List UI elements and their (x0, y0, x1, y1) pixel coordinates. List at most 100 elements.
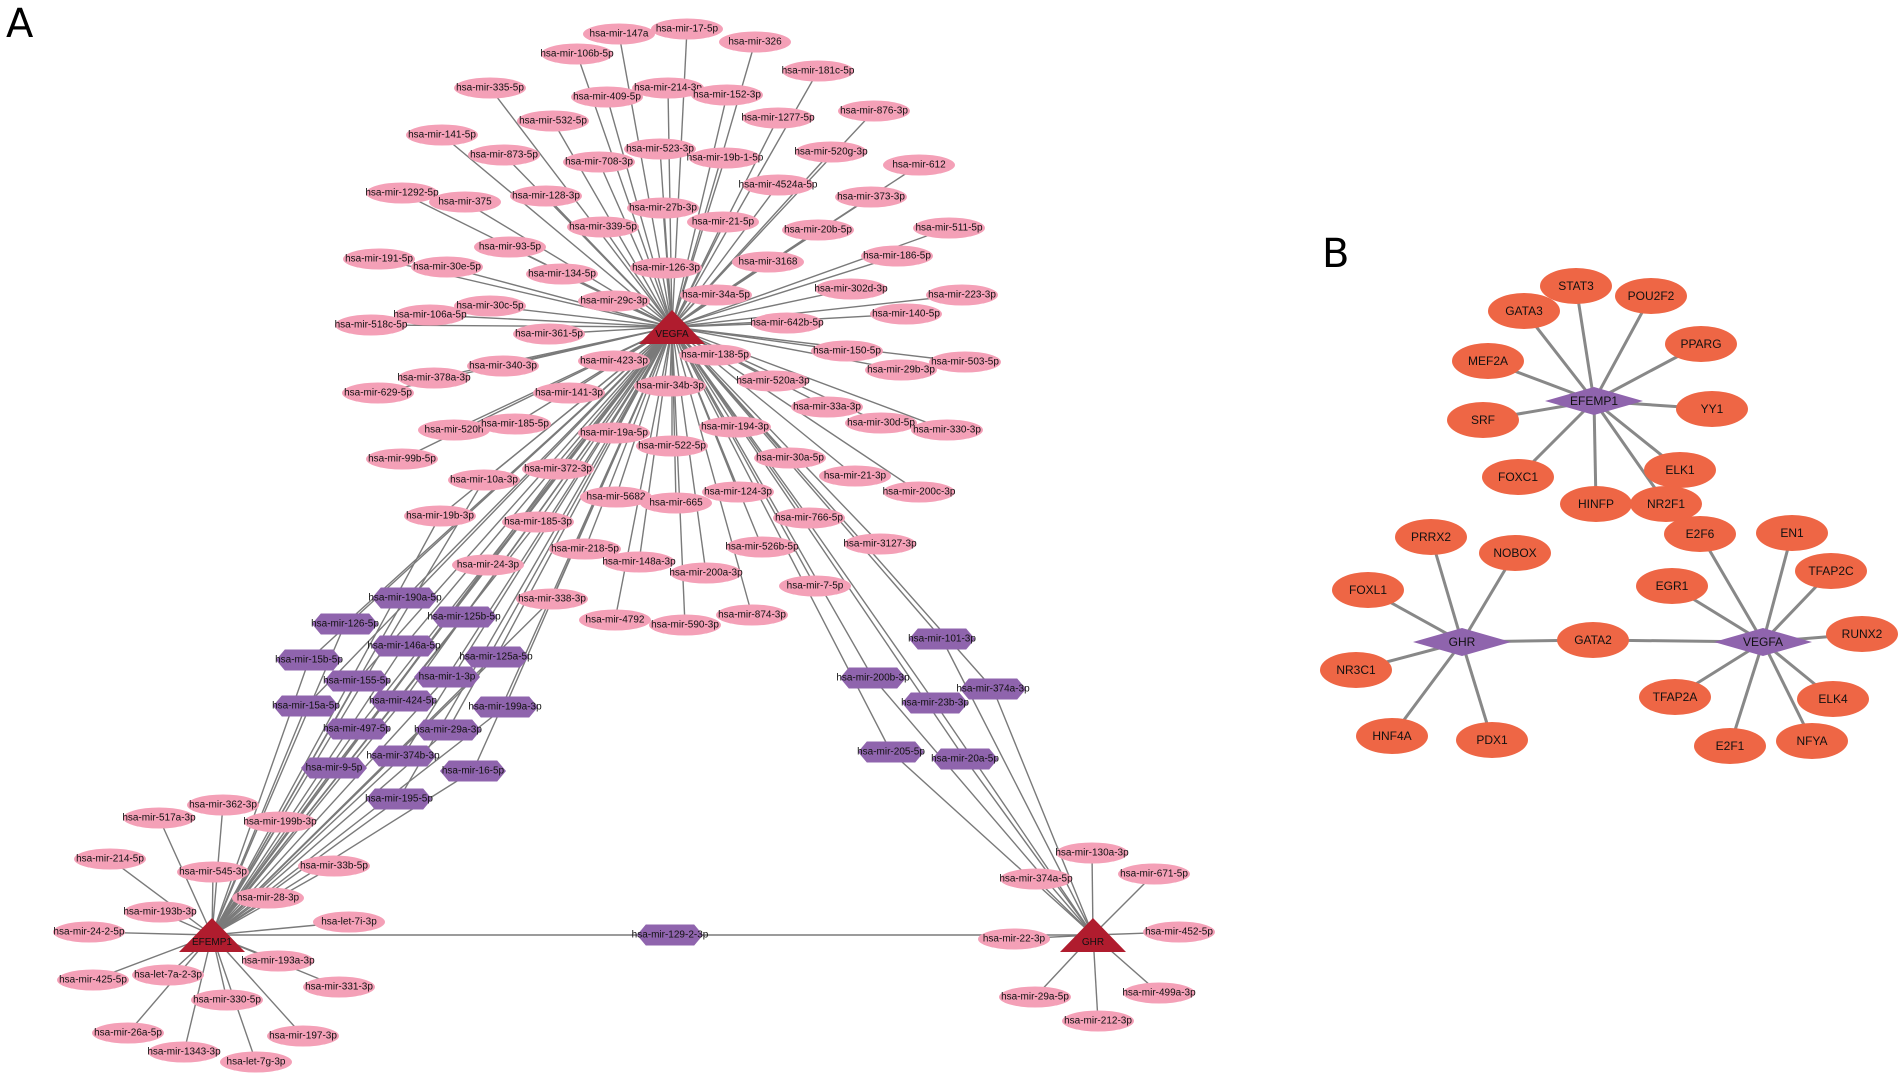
mirna-node-hsa-mir-33a-3p-label: hsa-mir-33a-3p (793, 402, 861, 413)
tf-node-prrx2-label: PRRX2 (1411, 530, 1451, 544)
mirna-node-hsa-mir-185-3p-shape (502, 511, 574, 533)
mirna-node-hsa-mir-338-3p-shape (516, 588, 588, 610)
mirna-node-hsa-mir-21-3p-shape (819, 465, 891, 487)
mirna-node-hsa-mir-331-3p-label: hsa-mir-331-3p (305, 982, 373, 993)
mirna-node-hsa-mir-150-5p: hsa-mir-150-5p (811, 340, 883, 362)
mirna-node-hsa-mir-372-3p-label: hsa-mir-372-3p (524, 464, 592, 475)
hub-node-efemp1-label: EFEMP1 (192, 937, 232, 948)
tf-node-pparg: PPARG (1665, 326, 1737, 362)
mirna-node-hsa-mir-27b-3p-label: hsa-mir-27b-3p (629, 203, 697, 214)
mirna-node-hsa-mir-26a-5p: hsa-mir-26a-5p (92, 1022, 164, 1044)
mirna-node-hsa-mir-374a-5p-shape (1000, 868, 1072, 890)
mirna-node-hsa-mir-335-5p-label: hsa-mir-335-5p (456, 83, 524, 94)
tf-node-egr1-label: EGR1 (1656, 579, 1689, 593)
mirna-node-hsa-mir-378a-3p-shape (398, 367, 470, 389)
tf-node-gata3-label: GATA3 (1505, 304, 1543, 318)
mirna-node-hsa-mir-197-3p-label: hsa-mir-197-3p (269, 1031, 337, 1042)
tf-node-en1: EN1 (1756, 515, 1828, 551)
gene-node-efemp1-shape (1545, 387, 1643, 415)
mirna-node-hsa-mir-33b-5p-shape (298, 855, 370, 877)
mirna-node-hsa-mir-424-5p-label: hsa-mir-424-5p (369, 696, 437, 707)
mirna-node-hsa-mir-1343-3p-label: hsa-mir-1343-3p (147, 1047, 221, 1058)
edge (671, 94, 728, 328)
mirna-node-hsa-mir-15b-5p-label: hsa-mir-15b-5p (275, 655, 343, 666)
mirna-node-hsa-mir-10a-3p-shape (448, 469, 520, 491)
mirna-node-hsa-mir-147a-shape (583, 23, 655, 45)
mirna-node-hsa-mir-146a-5p-label: hsa-mir-146a-5p (367, 641, 441, 652)
mirna-node-hsa-mir-33a-3p-shape (791, 396, 863, 418)
edges-layer (88, 28, 1863, 1063)
mirna-node-hsa-mir-21-5p: hsa-mir-21-5p (687, 211, 759, 233)
mirna-node-hsa-mir-29b-3p: hsa-mir-29b-3p (865, 359, 937, 381)
mirna-node-hsa-mir-409-5p-label: hsa-mir-409-5p (573, 92, 641, 103)
mirna-node-hsa-mir-124-3p-shape (702, 481, 774, 503)
mirna-node-hsa-mir-339-5p-label: hsa-mir-339-5p (569, 222, 637, 233)
mirna-node-hsa-mir-194-3p-shape (699, 416, 771, 438)
panel-a-label: A (6, 1, 34, 47)
tf-node-tfap2c: TFAP2C (1795, 553, 1867, 589)
mirna-node-hsa-mir-3127-3p-shape (844, 533, 916, 555)
mirna-node-hsa-mir-190a-5p-shape (372, 587, 438, 609)
mirna-node-hsa-mir-15b-5p: hsa-mir-15b-5p (275, 649, 343, 671)
tf-node-mef2a: MEF2A (1452, 343, 1524, 379)
tf-node-mef2a-label: MEF2A (1468, 354, 1508, 368)
mirna-node-hsa-mir-522-5p-shape (636, 435, 708, 457)
hub-node-vegfa-label: VEGFA (655, 329, 689, 340)
mirna-node-hsa-mir-194-3p: hsa-mir-194-3p (699, 416, 771, 438)
mirna-node-hsa-mir-24-2-5p-shape (53, 921, 125, 943)
mirna-node-hsa-mir-590-3p: hsa-mir-590-3p (649, 614, 721, 636)
mirna-node-hsa-mir-523-3p-label: hsa-mir-523-3p (626, 144, 694, 155)
mirna-node-hsa-mir-200b-3p: hsa-mir-200b-3p (836, 667, 910, 689)
mirna-node-hsa-mir-629-5p-label: hsa-mir-629-5p (344, 388, 412, 399)
mirna-node-hsa-mir-200c-3p: hsa-mir-200c-3p (883, 481, 956, 503)
gene-node-ghr-label: GHR (1449, 635, 1476, 649)
mirna-node-hsa-mir-34b-3p-shape (634, 375, 706, 397)
mirna-node-hsa-mir-23b-3p-shape (902, 692, 968, 714)
mirna-node-hsa-mir-520g-3p-shape (795, 141, 867, 163)
mirna-node-hsa-mir-671-5p: hsa-mir-671-5p (1118, 863, 1190, 885)
edge (211, 755, 404, 936)
mirna-node-hsa-mir-22-3p-label: hsa-mir-22-3p (983, 934, 1046, 945)
tf-node-en1-shape (1756, 515, 1828, 551)
mirna-node-hsa-mir-425-5p-label: hsa-mir-425-5p (59, 975, 127, 986)
edge (356, 326, 673, 682)
mirna-node-hsa-mir-125a-5p-shape (463, 646, 529, 668)
mirna-node-hsa-mir-19b-3p-label: hsa-mir-19b-3p (406, 511, 474, 522)
mirna-node-hsa-mir-522-5p-label: hsa-mir-522-5p (638, 441, 706, 452)
mirna-node-hsa-mir-340-3p-shape (467, 355, 539, 377)
mirna-node-hsa-mir-517a-3p-label: hsa-mir-517a-3p (122, 813, 196, 824)
mirna-node-hsa-mir-126-5p: hsa-mir-126-5p (311, 613, 379, 635)
tf-node-tfap2c-shape (1795, 553, 1867, 589)
mirna-node-hsa-mir-223-3p-shape (926, 284, 998, 306)
mirna-node-hsa-mir-140-5p-label: hsa-mir-140-5p (872, 309, 940, 320)
mirna-node-hsa-mir-197-3p-shape (267, 1025, 339, 1047)
mirna-node-hsa-mir-409-5p-shape (571, 86, 643, 108)
mirna-node-hsa-mir-99b-5p-label: hsa-mir-99b-5p (368, 454, 436, 465)
mirna-node-hsa-mir-27b-3p-shape (627, 197, 699, 219)
edge (602, 226, 673, 328)
mirna-node-hsa-let-7i-3p: hsa-let-7i-3p (313, 911, 385, 933)
tf-node-yy1: YY1 (1676, 391, 1748, 427)
mirna-node-hsa-mir-15a-5p-label: hsa-mir-15a-5p (272, 701, 340, 712)
mirna-node-hsa-mir-106a-5p: hsa-mir-106a-5p (393, 304, 467, 326)
mirna-node-hsa-let-7a-2-3p-label: hsa-let-7a-2-3p (134, 970, 202, 981)
mirna-node-hsa-mir-340-3p: hsa-mir-340-3p (467, 355, 539, 377)
mirna-node-hsa-mir-195-5p-shape (366, 788, 432, 810)
mirna-node-hsa-mir-218-5p-label: hsa-mir-218-5p (551, 544, 619, 555)
edge (370, 324, 673, 328)
mirna-node-hsa-mir-19b-3p: hsa-mir-19b-3p (404, 505, 476, 527)
mirna-node-hsa-mir-374b-3p: hsa-mir-374b-3p (366, 745, 440, 767)
mirna-node-hsa-mir-874-3p: hsa-mir-874-3p (716, 604, 788, 626)
mirna-node-hsa-mir-186-5p: hsa-mir-186-5p (861, 245, 933, 267)
mirna-node-hsa-mir-873-5p-shape (468, 144, 540, 166)
tf-node-runx2: RUNX2 (1826, 616, 1898, 652)
mirna-node-hsa-mir-10a-3p-label: hsa-mir-10a-3p (450, 475, 518, 486)
mirna-node-hsa-mir-518c-5p: hsa-mir-518c-5p (335, 314, 408, 336)
mirna-node-hsa-mir-374a-5p: hsa-mir-374a-5p (999, 868, 1073, 890)
mirna-node-hsa-mir-3127-3p-label: hsa-mir-3127-3p (843, 539, 917, 550)
edge (183, 934, 213, 1053)
mirna-node-hsa-mir-16-5p: hsa-mir-16-5p (440, 760, 506, 782)
mirna-node-hsa-mir-374b-3p-shape (370, 745, 436, 767)
mirna-node-hsa-mir-124-3p: hsa-mir-124-3p (702, 481, 774, 503)
mirna-node-hsa-mir-17-5p-shape (651, 18, 723, 40)
